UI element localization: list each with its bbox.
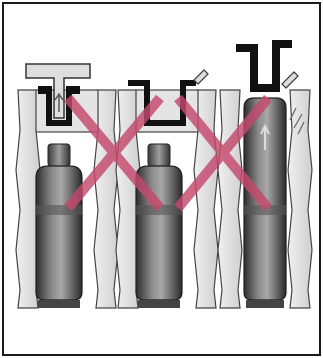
cartridge-neck [48,144,70,166]
housing-right-wall [288,90,312,308]
cartridge-neck [148,144,170,166]
cartridge-base [38,300,80,308]
cartridge-base [138,300,180,308]
housing-left-wall [218,90,242,308]
panel-middle [116,70,218,308]
cartridge-body [36,166,82,300]
cartridge-base [246,300,284,308]
